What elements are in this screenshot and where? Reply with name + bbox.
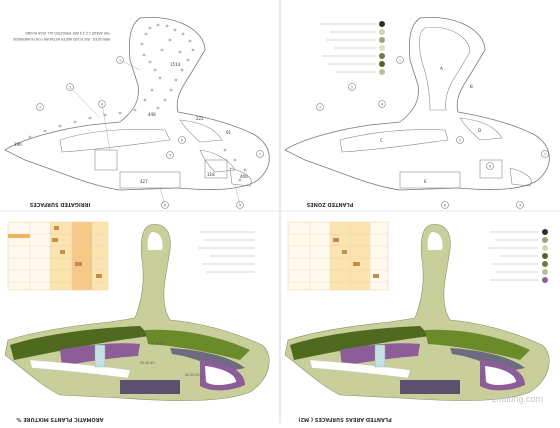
areas-legend: [488, 229, 548, 283]
callout-9: 9: [239, 203, 241, 207]
area-label-427: 427: [140, 179, 148, 184]
zone-callout-4: 4: [381, 102, 383, 106]
svg-text:10-20-30-40: 10-20-30-40: [105, 334, 125, 338]
zone-callout-2: 2: [351, 85, 353, 89]
panel-planted-zones: A B C D E 1 2: [284, 16, 550, 209]
zone-callout-5: 5: [459, 138, 461, 142]
panel-irrigated-surfaces: IRRIGATED - RECYCLED WATER NETWORK FOR F…: [4, 16, 270, 209]
svg-text:25-25-50: 25-25-50: [60, 340, 74, 344]
aromatic-legend: [198, 231, 255, 273]
svg-text:30-30-40: 30-30-40: [140, 361, 154, 365]
callout-5: 5: [169, 153, 171, 157]
zones-outline: [284, 16, 550, 191]
zone-B: B: [470, 84, 473, 89]
area-label-400: 400: [240, 174, 248, 179]
zone-callout-1: 1: [399, 58, 401, 62]
zones-legend: [320, 21, 385, 75]
panel-title-zones: PLANTED ZONES: [306, 201, 353, 207]
panel-title-aromatic: AROMATIC PLANTS MIXTURE %: [17, 416, 104, 422]
area-label-222: 222: [196, 116, 204, 121]
area-label-118: 118: [207, 172, 215, 177]
mixture-table: [7, 221, 109, 291]
zone-callout-9: 9: [519, 203, 521, 207]
callout-3: 3: [39, 105, 41, 109]
svg-text:40-30-30: 40-30-30: [185, 373, 199, 377]
note-line-2: THE AREAS 1,2,3,4 ARE IRRIGATED ALL YEAR…: [25, 31, 111, 35]
zone-callout-7: 7: [544, 152, 546, 156]
area-label-1514: 1514: [170, 62, 181, 67]
area-label-448: 448: [148, 112, 156, 117]
zone-callout-3: 3: [319, 105, 321, 109]
panel-planted-areas: PLANTED AREAS SURFACES ( M2) zhulong.com: [284, 221, 550, 422]
zone-callout-8: 8: [444, 203, 446, 207]
panel-title-areas: PLANTED AREAS SURFACES ( M2): [298, 416, 391, 422]
svg-text:20-30-40: 20-30-40: [150, 342, 164, 346]
site-outline: [4, 16, 270, 191]
callout-8: 8: [164, 203, 166, 207]
note-line-1: IRRIGATED - RECYCLED WATER NETWORK FOR F…: [13, 37, 110, 41]
area-label-190: 190: [14, 142, 22, 147]
zone-callout-6: 6: [489, 164, 491, 168]
panel-title-irrigated: IRRIGATED SURFACES: [29, 201, 90, 207]
panel-aromatic-mixture: 10-20-30-40 20-30-40 25-25-50 30-30-40 40-…: [4, 221, 270, 422]
surfaces-table: [287, 221, 389, 291]
zone-A: A: [440, 66, 443, 71]
dotted-planting: [28, 23, 247, 182]
callout-6: 6: [181, 138, 183, 142]
zone-E: E: [424, 179, 427, 184]
watermark: zhulong.com: [492, 394, 543, 404]
zone-D: D: [478, 128, 481, 133]
callout-1: 1: [119, 58, 121, 62]
zone-C: C: [380, 138, 383, 143]
area-label-61: 61: [226, 130, 232, 135]
callout-2: 2: [69, 85, 71, 89]
callout-7: 7: [259, 152, 261, 156]
